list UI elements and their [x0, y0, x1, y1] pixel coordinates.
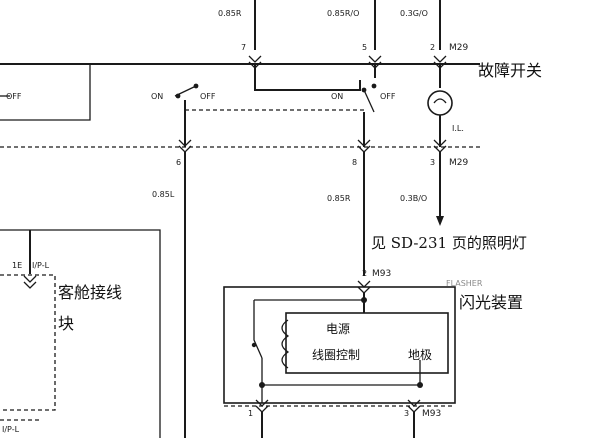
cabin-connector-bottom: I/P-L	[2, 425, 20, 434]
cabin-block-label-1: 客舱接线	[58, 283, 122, 302]
connector-top-m29: M29	[449, 43, 468, 53]
wire-label-top-2: 0.85R/O	[327, 9, 359, 18]
switch-inner-loop	[254, 64, 361, 91]
see-reference: 见 SD-231 页的照明灯	[371, 234, 527, 252]
flasher-control-box	[285, 312, 449, 374]
wire-label-mid-center: 0.85R	[327, 194, 351, 203]
pin-mid-6: 6	[176, 158, 181, 167]
wire-label-mid-right: 0.3B/O	[400, 194, 427, 203]
cabin-block-outline	[0, 229, 161, 438]
switch-pivot-right	[371, 83, 377, 89]
pin-top-7: 7	[241, 43, 246, 52]
switch-on-label-right: ON	[331, 92, 343, 101]
cabin-block-label-2: 块	[58, 314, 74, 333]
connector-chevrons-mid	[178, 139, 447, 153]
flasher-label: 闪光装置	[459, 293, 523, 312]
lamp-label: I.L.	[452, 124, 464, 133]
cabin-connector-chevron	[23, 275, 37, 289]
flasher-coil-icon	[281, 319, 290, 369]
flasher-coil-label: 线圈控制	[312, 348, 360, 362]
connector-chevrons-top	[248, 55, 447, 69]
pin-top-2: 2	[430, 43, 435, 52]
switch-off-label-edge: OFF	[6, 92, 22, 101]
cabin-pin-1e: 1E	[12, 261, 22, 270]
connector-mid-m29: M29	[449, 158, 468, 168]
arrow-down-icon	[436, 216, 444, 226]
flasher-outline	[223, 286, 456, 404]
pin-top-5: 5	[362, 43, 367, 52]
switch-off-label-right: OFF	[380, 92, 396, 101]
pin-mid-8: 8	[352, 158, 357, 167]
cabin-block-inner	[0, 274, 56, 411]
pin-mid-3: 3	[430, 158, 435, 167]
flasher-ground-label: 地极	[408, 348, 432, 362]
wire-label-top-1: 0.85R	[218, 9, 242, 18]
flasher-relay-contact	[253, 300, 263, 359]
switch-left-loop	[0, 64, 91, 121]
flasher-connector-bottom: M93	[422, 409, 441, 419]
flasher-faded-text: FLASHER	[446, 279, 483, 288]
switch-blade-right	[363, 89, 375, 113]
flasher-power-label: 电源	[326, 322, 350, 336]
hazard-switch-label: 故障开关	[478, 61, 542, 80]
flasher-pin-2: 2	[362, 269, 367, 278]
wire-label-mid-left: 0.85L	[152, 190, 175, 199]
flasher-pin-3: 3	[404, 409, 409, 418]
switch-off-label-left: OFF	[200, 92, 216, 101]
flasher-connector-m93: M93	[372, 269, 391, 279]
wire-label-top-3: 0.3G/O	[400, 9, 428, 18]
switch-on-label-left: ON	[151, 92, 163, 101]
cabin-connector-ip-l: I/P-L	[32, 261, 50, 270]
flasher-pin-1: 1	[248, 409, 253, 418]
lamp-icon	[427, 90, 453, 116]
